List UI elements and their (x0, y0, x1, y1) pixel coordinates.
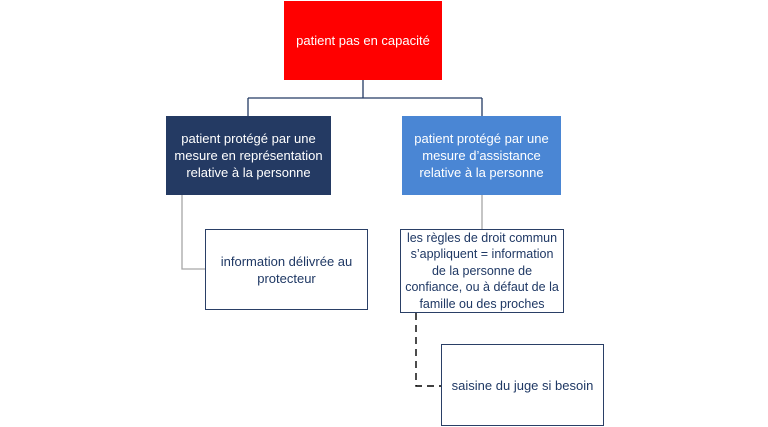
node-patient-not-capable: patient pas en capacité (284, 1, 442, 80)
node-representation-measure: patient protégé par une mesure en représ… (166, 116, 331, 195)
node-common-law-rules-label: les règles de droit commun s’appliquent … (405, 230, 559, 311)
node-assistance-measure-label: patient protégé par une mesure d’assista… (414, 131, 549, 180)
node-information-protector: information délivrée au protecteur (205, 229, 368, 310)
node-judge-referral-label: saisine du juge si besoin (451, 377, 594, 393)
connector-representation-to-information (181, 195, 205, 270)
node-assistance-measure: patient protégé par une mesure d’assista… (402, 116, 561, 195)
connector-rules-to-judge-dashed (415, 313, 441, 387)
node-representation-measure-label: patient protégé par une mesure en représ… (174, 131, 323, 180)
node-judge-referral: saisine du juge si besoin (441, 344, 604, 426)
node-information-protector-label: information délivrée au protecteur (220, 253, 353, 286)
node-patient-not-capable-label: patient pas en capacité (296, 33, 430, 48)
node-common-law-rules: les règles de droit commun s’appliquent … (400, 229, 564, 313)
